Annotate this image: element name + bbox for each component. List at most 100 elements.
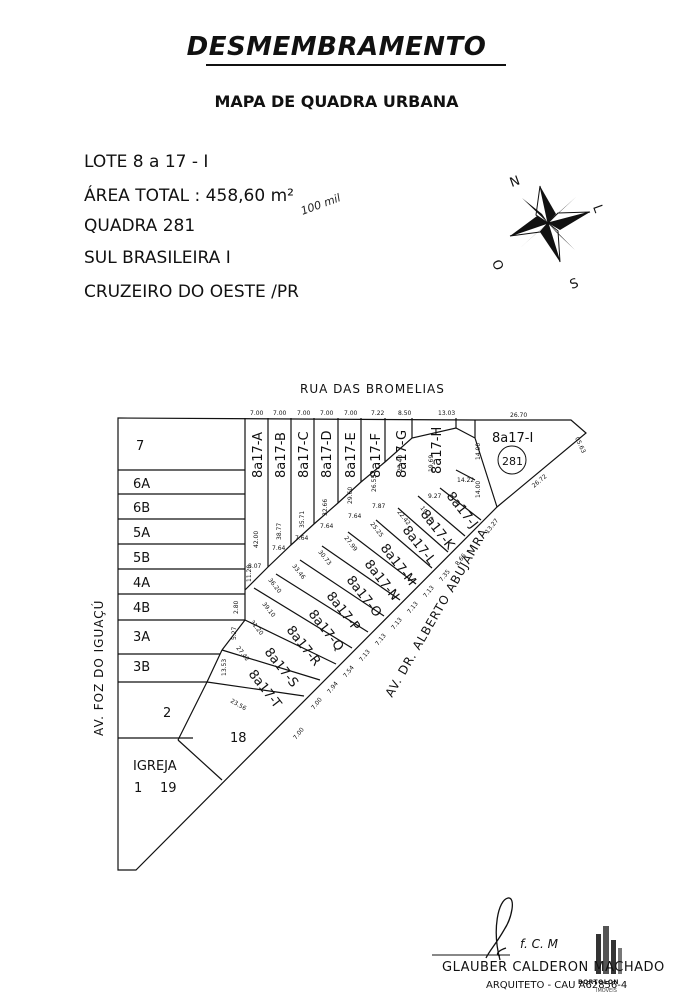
dim-diag: 7.13 <box>390 616 404 631</box>
compass-o: O <box>488 258 506 273</box>
dim-diag: 13.27 <box>484 517 500 535</box>
dim-inner: 11.20 <box>246 565 253 582</box>
dim-top: 7.00 <box>320 410 334 417</box>
dim-inner: 31.20 <box>248 619 264 637</box>
block-outline <box>117 417 587 871</box>
igreja-label: IGREJA <box>133 759 177 774</box>
dim-side: 32.66 <box>322 499 329 516</box>
dim-inner: 33.46 <box>290 563 306 581</box>
compass-l: L <box>589 203 606 216</box>
dim-top: 7.22 <box>371 410 385 417</box>
dim-side: 14.00 <box>475 481 482 498</box>
neighborhood: SUL BRASILEIRA I <box>84 248 231 268</box>
compass-n: N <box>508 173 522 190</box>
dim-inner: 5.27 <box>231 626 238 640</box>
dim-top: 7.00 <box>273 410 287 417</box>
signature-initials: f. C. M <box>520 937 559 951</box>
dim-top: 7.00 <box>297 410 311 417</box>
street-diagonal: AV. DR. ALBERTO ABUJAMRA <box>382 526 490 700</box>
dim-side: 14.22 <box>457 477 474 484</box>
dim-top: 13.03 <box>438 410 455 417</box>
lot-4a: 4A <box>133 576 150 591</box>
lot-5a: 5A <box>133 526 150 541</box>
title-underline <box>206 64 506 66</box>
dim-inner: 39.10 <box>260 601 276 619</box>
dim-inner: 27.42 <box>234 645 250 663</box>
lot-i-quadra: 281 <box>502 455 523 468</box>
dim-inner: 36.20 <box>266 577 282 595</box>
lot-8a17-h: 8a17-H <box>430 427 445 474</box>
dim-diag: 7.13 <box>422 584 436 599</box>
dim-inner: 7.64 <box>320 523 334 530</box>
dim-inner: 25.25 <box>368 521 384 539</box>
dim-side: 19.69 <box>428 455 435 472</box>
signature-scrawl-icon <box>432 897 514 961</box>
lot-6a: 6A <box>133 477 150 492</box>
dim-inner: 8.07 <box>248 563 262 570</box>
dim-side: 35.71 <box>299 511 306 528</box>
dim-side: 23.40 <box>397 455 404 472</box>
street-left: AV. FOZ DO IGUAÇÚ <box>91 600 106 736</box>
block-number: QUADRA 281 <box>84 216 196 236</box>
dim-side: 14.00 <box>475 443 482 460</box>
dim-inner: 7.87 <box>372 503 386 510</box>
lot-19: 19 <box>160 781 177 796</box>
dim-side: 29.60 <box>347 487 354 504</box>
total-area: ÁREA TOTAL : 458,60 m² <box>84 186 294 206</box>
lot-18: 18 <box>230 731 247 746</box>
dim-diag: 7.94 <box>326 680 340 695</box>
dim-top: 8.50 <box>398 410 412 417</box>
lot-8a17-a: 8a17-A <box>251 432 266 478</box>
lot-5b: 5B <box>133 551 150 566</box>
dim-inner: 7.64 <box>272 545 286 552</box>
dim-inner: 2.80 <box>233 600 240 614</box>
lot-range: LOTE 8 a 17 - I <box>84 152 209 172</box>
lot-4b: 4B <box>133 601 150 616</box>
lot-8a17-e: 8a17-E <box>344 432 359 478</box>
dim-inner: 9.27 <box>428 493 442 500</box>
lot-8a17-b: 8a17-B <box>274 432 289 478</box>
page-title: DESMEMBRAMENTO <box>186 32 487 62</box>
street-top: RUA DAS BROMELIAS <box>300 382 445 396</box>
dim-inner: 7.64 <box>348 513 362 520</box>
dim-side: 05.63 <box>573 436 587 455</box>
lot-7: 7 <box>136 439 144 454</box>
dim-side: 42.00 <box>253 531 260 548</box>
lot-6b: 6B <box>133 501 150 516</box>
dim-inner: 22.42 <box>395 509 411 527</box>
dim-top: 7.00 <box>250 410 264 417</box>
dim-diag: 7.13 <box>358 648 372 663</box>
lot-8a17-g: 8a17-G <box>395 430 410 478</box>
company-logo-text: BORTOLON <box>578 979 619 986</box>
dim-top: 26.70 <box>510 412 527 419</box>
lot-1: 1 <box>134 781 142 796</box>
dim-diag: 7.00 <box>292 726 306 741</box>
company-logo-subtext: IMÓVEIS <box>596 988 617 994</box>
lot-8a17-c: 8a17-C <box>297 431 312 478</box>
architect-name: GLAUBER CALDERON MACHADO <box>442 960 665 975</box>
lot-8a17-f: 8a17-F <box>369 433 384 478</box>
city: CRUZEIRO DO OESTE /PR <box>84 282 299 302</box>
lot-2: 2 <box>163 706 171 721</box>
lot-8a17-i: 8a17-I <box>492 431 533 446</box>
dim-diag: 7.00 <box>310 696 324 711</box>
dim-diag: 7.54 <box>342 664 356 679</box>
lot-3b: 3B <box>133 660 150 675</box>
architect-registration: ARQUITETO - CAU A62856-4 <box>486 980 628 991</box>
page-subtitle: MAPA DE QUADRA URBANA <box>214 92 459 111</box>
logo-building-icon <box>596 926 622 974</box>
compass-rose-icon: N L S O <box>488 173 606 292</box>
dim-side: 26.72 <box>531 473 549 490</box>
dim-side: 26.55 <box>371 475 378 492</box>
dim-inner: 23.56 <box>229 698 248 713</box>
dim-side: 38.77 <box>276 523 283 540</box>
lot-8a17-d: 8a17-D <box>320 431 335 478</box>
dim-diag: 7.13 <box>374 632 388 647</box>
lot-3a: 3A <box>133 630 150 645</box>
dim-top: 7.00 <box>344 410 358 417</box>
dim-diag: 7.13 <box>406 600 420 615</box>
dim-inner: 7.64 <box>295 535 309 542</box>
compass-s: S <box>568 276 581 293</box>
dim-inner: 13.53 <box>221 659 228 676</box>
